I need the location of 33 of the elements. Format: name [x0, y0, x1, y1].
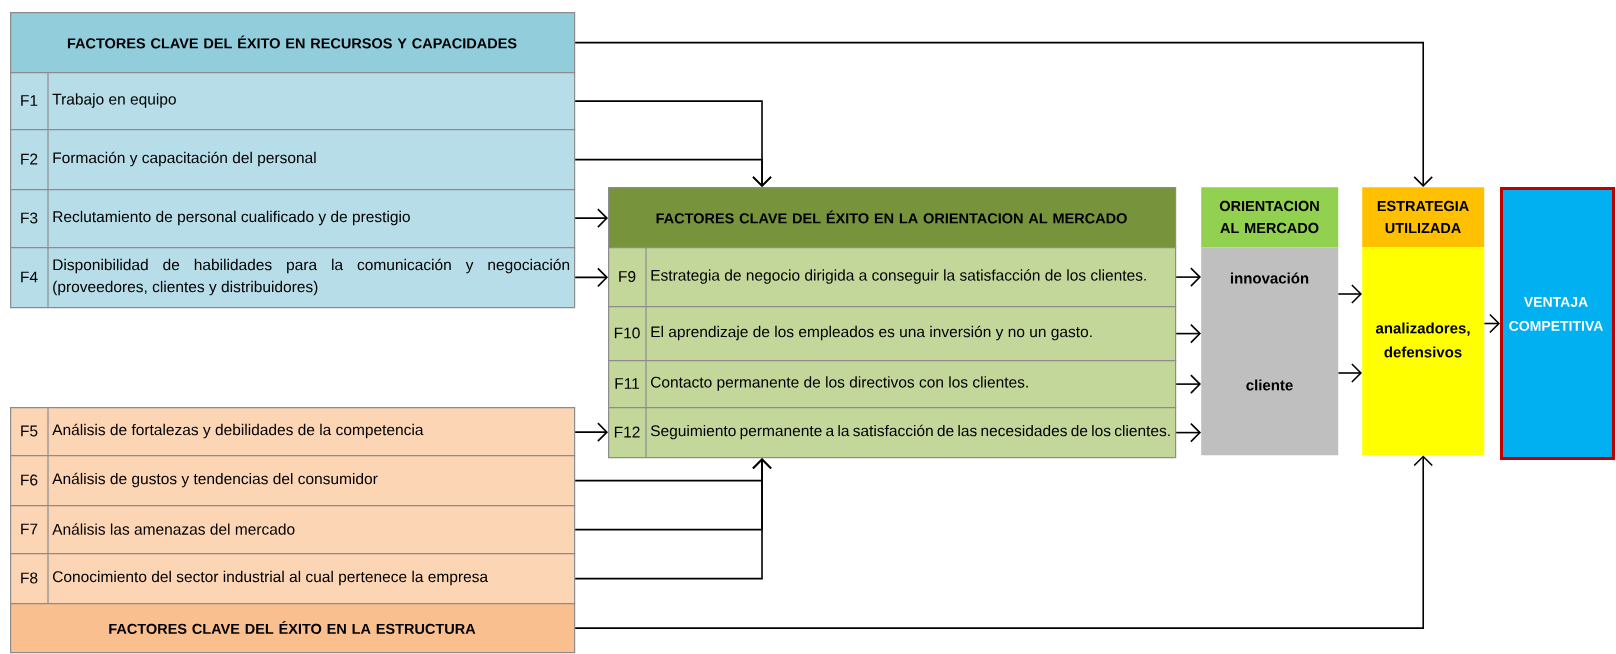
factor-row: F3 Reclutamiento de personal cualificado y de prestigio	[10, 188, 576, 249]
arrow	[574, 267, 608, 288]
factor-row: F7 Análisis las amenazas del mercado	[10, 504, 576, 555]
column-box: analizadores, defensivos	[1362, 247, 1485, 456]
section-header: FACTORES CLAVE DEL ÉXITO EN LA ORIENTACION AL MERCADO	[608, 187, 1177, 249]
arrow	[1337, 363, 1362, 383]
factor-row: F12 Seguimiento permanente a la satisfacción de las necesidades de los clientes.	[608, 406, 1177, 459]
result-box: VENTAJA COMPETITIVA	[1500, 187, 1615, 460]
factor-row: F6 Análisis de gustos y tendencias del consumidor	[10, 454, 576, 507]
factor-row: F4 Disponibilidad de habilidades para la comunicación y negociación (proveedores, clientes y distribuidores)	[10, 246, 576, 309]
section-header: FACTORES CLAVE DEL ÉXITO EN RECURSOS Y CAPACIDADES	[10, 12, 576, 74]
arrow	[574, 458, 772, 580]
column-header: ESTRATEGIA UTILIZADA	[1362, 187, 1485, 248]
factor-row: F11 Contacto permanente de los directivos con los clientes.	[608, 359, 1177, 409]
arrow	[1337, 284, 1362, 304]
arrow	[574, 208, 608, 228]
factor-row: F10 El aprendizaje de los empleados es una inversión y no un gasto.	[608, 305, 1177, 362]
arrow	[574, 455, 1433, 629]
factor-row: F5 Análisis de fortalezas y debilidades de la competencia	[10, 406, 576, 457]
factor-row: F9 Estrategia de negocio dirigida a conseguir la satisfacción de los clientes.	[608, 246, 1177, 308]
column-box: innovación cliente	[1201, 247, 1339, 456]
factor-row: F8 Conocimiento del sector industrial al cual pertenece la empresa	[10, 552, 576, 605]
arrow	[1175, 323, 1201, 344]
arrow	[1175, 422, 1201, 443]
arrow	[574, 422, 608, 442]
arrow	[574, 41, 1433, 187]
factor-row: F1 Trabajo en equipo	[10, 71, 576, 131]
factor-row: F2 Formación y capacitación del personal	[10, 128, 576, 191]
arrow	[1175, 267, 1201, 287]
arrow	[1175, 374, 1201, 394]
arrow	[574, 158, 772, 187]
section-header: FACTORES CLAVE DEL ÉXITO EN LA ESTRUCTURA	[10, 603, 576, 654]
column-header: ORIENTACION AL MERCADO	[1201, 187, 1339, 248]
